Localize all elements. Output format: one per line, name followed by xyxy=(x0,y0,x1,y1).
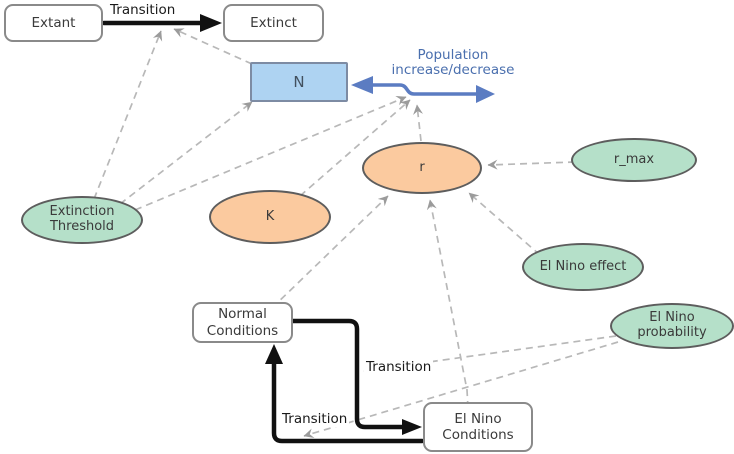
edge-elnino-conditions-to-r[interactable] xyxy=(426,199,469,409)
extant-label: Extant xyxy=(31,14,76,31)
transition-label-mid: Transition xyxy=(364,359,434,375)
r-label: r xyxy=(419,159,425,175)
state-box-extant[interactable]: Extant xyxy=(4,4,103,42)
elnino-effect-label: El Nino effect xyxy=(539,258,627,274)
state-box-extinct[interactable]: Extinct xyxy=(223,4,324,42)
edge-extinction-threshold-to-population[interactable] xyxy=(119,101,253,205)
flow-arrowheads xyxy=(351,76,495,103)
ellipse-r[interactable]: r xyxy=(362,142,482,194)
edge-population-to-extinction-transition[interactable] xyxy=(173,28,253,65)
state-box-elnino-conditions[interactable]: El Nino Conditions xyxy=(423,402,533,452)
flow-label-line2: increase/decrease xyxy=(391,62,515,79)
rmax-label: r_max xyxy=(613,151,655,167)
transition-label-bottom: Transition xyxy=(280,411,350,427)
elnino-probability-line1: El Nino xyxy=(649,310,695,326)
ellipse-rmax[interactable]: r_max xyxy=(571,138,697,182)
edge-extinction-threshold-to-flow[interactable] xyxy=(134,96,407,211)
edge-rmax-to-r[interactable] xyxy=(487,159,576,170)
population-flow-label: Population increase/decrease xyxy=(383,47,523,79)
k-label: K xyxy=(265,208,275,224)
ellipse-extinction-threshold[interactable]: Extinction Threshold xyxy=(21,196,143,244)
edge-elnino-to-normal-transition[interactable] xyxy=(271,359,425,444)
stock-box-population-n[interactable]: N xyxy=(250,62,348,102)
population-label: N xyxy=(293,73,305,91)
elnino-probability-line2: probability xyxy=(637,325,707,340)
transition-arrowheads xyxy=(200,14,422,435)
elnino-conditions-line2: Conditions xyxy=(442,427,514,443)
extinction-threshold-line1: Extinction xyxy=(49,204,115,220)
ellipse-elnino-probability[interactable]: El Nino probability xyxy=(610,303,734,349)
state-box-normal-conditions[interactable]: Normal Conditions xyxy=(192,302,293,343)
edge-normal-to-elnino-transition[interactable] xyxy=(290,318,407,430)
edge-elnino-probability-to-transition-bottom[interactable] xyxy=(303,341,619,439)
flow-label-line1: Population xyxy=(417,47,489,63)
ellipse-elnino-effect[interactable]: El Nino effect xyxy=(522,243,644,291)
population-flow-arrow[interactable] xyxy=(372,83,478,96)
elnino-conditions-line1: El Nino xyxy=(454,410,502,427)
transition-label-top: Transition xyxy=(108,2,178,18)
edge-k-to-flow[interactable] xyxy=(299,99,411,197)
extinct-label: Extinct xyxy=(250,14,297,31)
edge-extinction-threshold-to-extinction-transition[interactable] xyxy=(93,30,163,200)
normal-conditions-line1: Normal xyxy=(218,306,267,323)
edge-normal-conditions-to-r[interactable] xyxy=(271,195,389,309)
edge-elnino-probability-to-transition-mid[interactable] xyxy=(363,335,617,375)
edge-elnino-effect-to-r[interactable] xyxy=(468,192,541,256)
edge-r-to-flow[interactable] xyxy=(413,104,424,142)
extinction-threshold-line2: Threshold xyxy=(49,219,115,234)
ellipse-k[interactable]: K xyxy=(209,190,331,244)
normal-conditions-line2: Conditions xyxy=(206,322,279,339)
